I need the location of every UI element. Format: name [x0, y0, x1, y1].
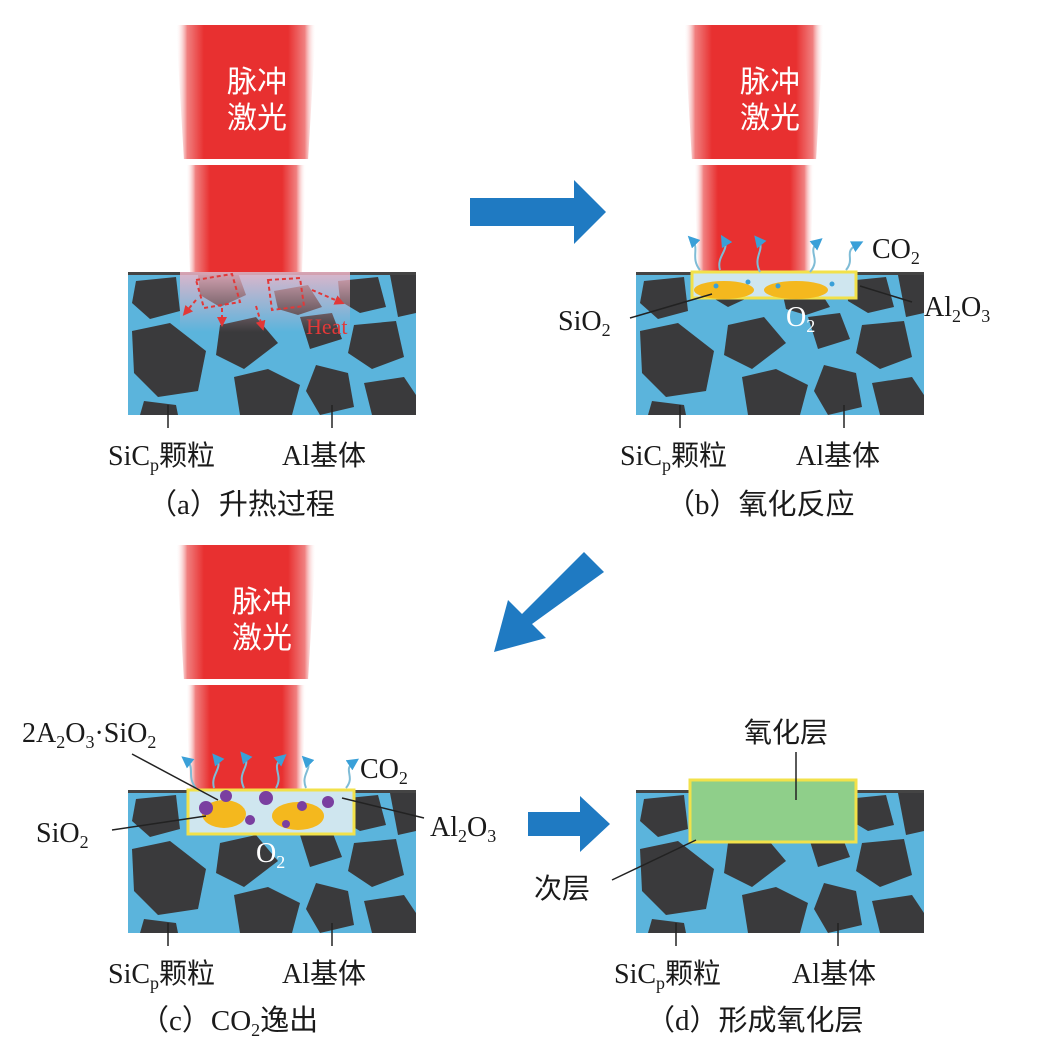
- oxide-layer: [688, 778, 858, 844]
- sublayer-leader: [611, 839, 697, 881]
- sio2-leader: [111, 815, 207, 831]
- laser-label-line2: 激光: [232, 621, 292, 656]
- flow-arrow-diagonal: [494, 552, 604, 652]
- panel-a: 脉冲 激光 Heat SiCp颗粒 Al基体 （a）升热过程: [108, 25, 416, 521]
- heat-label: Heat: [306, 314, 348, 339]
- caption-a: （a）升热过程: [148, 488, 335, 521]
- caption-b: （b）氧化反应: [666, 488, 855, 521]
- al2o3-label: Al2O3: [924, 292, 990, 326]
- sic-label: SiCp颗粒: [108, 440, 215, 475]
- al-label: Al基体: [796, 440, 880, 472]
- compound-label: 2A2O3·SiO2: [22, 718, 156, 752]
- sio2-label: SiO2: [558, 306, 611, 340]
- panel-d: 氧化层 次层 SiCp颗粒 Al基体 （d）形成氧化层: [534, 717, 924, 1037]
- laser-label-line1: 脉冲: [232, 585, 292, 620]
- co2-label: CO2: [872, 234, 920, 268]
- sic-label: SiCp颗粒: [620, 440, 727, 475]
- laser-beam: [176, 25, 316, 273]
- laser-label-line2: 激光: [740, 101, 800, 136]
- sio2-blob: [202, 800, 246, 828]
- o2-dots: [713, 279, 835, 289]
- heat-arrows: [182, 272, 345, 331]
- laser-beam: [176, 545, 316, 793]
- laser-label-line1: 脉冲: [740, 65, 800, 100]
- laser-beam: [684, 25, 824, 273]
- al-label: Al基体: [282, 958, 366, 990]
- al2o3-label: Al2O3: [430, 812, 496, 846]
- sic-label: SiCp颗粒: [614, 958, 721, 993]
- al-label: Al基体: [792, 958, 876, 990]
- sic-label: SiCp颗粒: [108, 958, 215, 993]
- sio2-label: SiO2: [36, 818, 89, 852]
- panel-b: 脉冲 激光 CO2 Al2O3 SiO2 O2 SiCp颗粒 Al基体 （b）氧…: [558, 25, 990, 521]
- laser-label-line2: 激光: [227, 101, 287, 136]
- sublayer-label: 次层: [534, 873, 590, 905]
- flow-arrow-right: [528, 796, 610, 852]
- sio2-leader: [629, 293, 713, 319]
- al2o3-leader: [859, 285, 913, 303]
- panel-c: 脉冲 激光 2A2O3·SiO2 CO2 Al2O3 SiO2 O2 SiCp颗…: [22, 545, 496, 1040]
- sio2-blob: [764, 281, 828, 299]
- gas-trails: [181, 751, 359, 789]
- caption-d: （d）形成氧化层: [646, 1004, 864, 1037]
- o2-label: O2: [256, 838, 285, 872]
- al2o3-leader: [341, 797, 425, 819]
- caption-c: （c）CO2逸出: [140, 1004, 318, 1040]
- flow-arrow-right: [470, 180, 606, 244]
- gas-trails: [687, 234, 864, 273]
- compound-leader: [131, 753, 219, 801]
- o2-label: O2: [786, 302, 815, 336]
- oxide-label: 氧化层: [744, 717, 828, 749]
- al-label: Al基体: [282, 440, 366, 472]
- laser-label-line1: 脉冲: [227, 65, 287, 100]
- co2-label: CO2: [360, 754, 408, 788]
- compound-dots: [199, 790, 334, 828]
